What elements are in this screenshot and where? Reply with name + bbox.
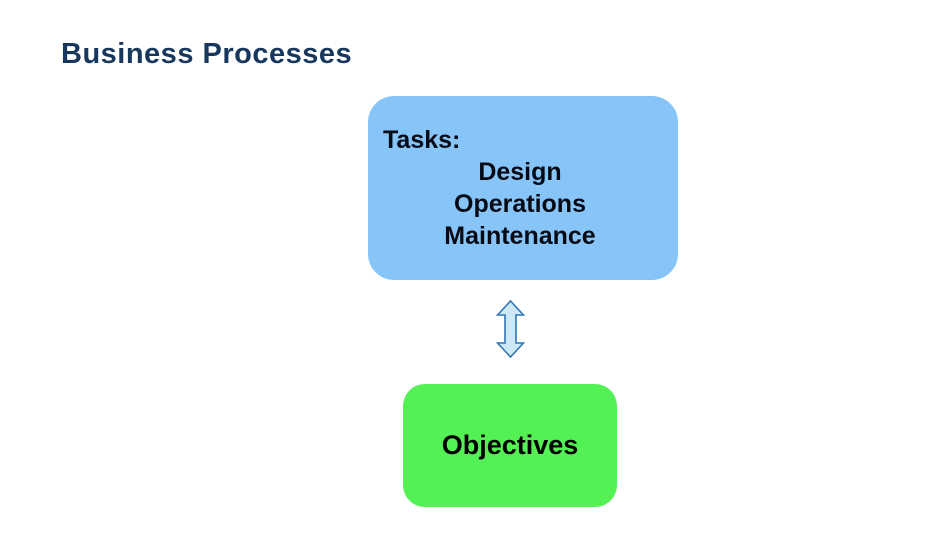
tasks-box-item-design: Design xyxy=(478,158,562,186)
tasks-box-heading: Tasks: xyxy=(383,126,461,154)
double-arrow-icon xyxy=(496,300,525,358)
objectives-box: Objectives xyxy=(403,384,617,507)
tasks-box: Tasks: Design Operations Maintenance xyxy=(368,96,678,280)
tasks-box-item-operations: Operations xyxy=(454,190,586,218)
tasks-box-item-maintenance: Maintenance xyxy=(444,222,596,250)
slide-title: Business Processes xyxy=(61,38,353,70)
objectives-box-label: Objectives xyxy=(441,430,579,460)
